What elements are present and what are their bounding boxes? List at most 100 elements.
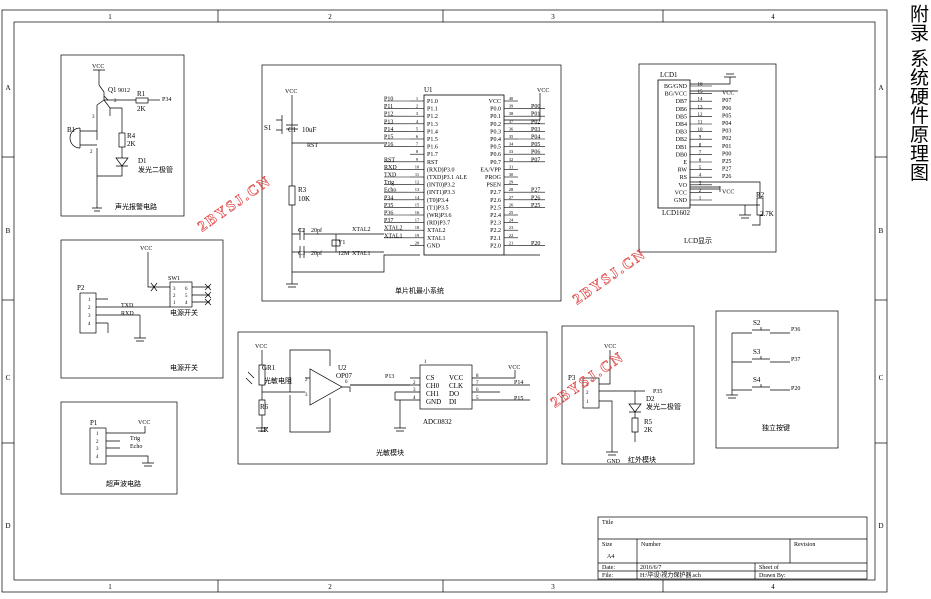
row-label: A <box>878 84 883 92</box>
mcu-pin-num: 7 <box>416 142 419 147</box>
mcu-pin-num: 34 <box>509 142 514 147</box>
mcu-pin-name: GND <box>427 243 441 249</box>
col-label: 3 <box>551 13 555 21</box>
pin-num: 1 <box>586 400 589 405</box>
mcu-pin-name: P0.3 <box>490 129 501 135</box>
col-label: 1 <box>108 13 112 21</box>
lcd-pin-num: 11 <box>698 121 703 126</box>
r6-value: 1K <box>260 426 269 434</box>
mcu-pin-num: 26 <box>509 202 514 207</box>
mcu-net-label: P15 <box>384 135 393 141</box>
mcu-net-label: P04 <box>531 135 540 141</box>
block-title: 独立按键 <box>762 423 790 432</box>
mcu-net-label: P13 <box>384 119 393 125</box>
pin-num: 3 <box>96 447 99 452</box>
sw-pin: 4 <box>185 301 188 306</box>
mcu-net-label: P06 <box>531 150 540 156</box>
mcu-pin-name: EA/VPP <box>480 167 501 173</box>
row-label: A <box>5 84 10 92</box>
lcd-pin-name: VCC <box>675 190 687 196</box>
block-title: 电源开关 <box>170 363 198 372</box>
lcd-pin-name: RS <box>680 175 687 181</box>
mcu-net-label: P05 <box>531 142 540 148</box>
lcd-pin-name: DB5 <box>676 114 687 120</box>
title-block: Title Size A4 Number Revision Date: 2016… <box>597 516 868 580</box>
lcd-pin-num: 10 <box>698 128 704 133</box>
txd-net: TXD <box>121 303 134 309</box>
p3-label: P3 <box>568 374 576 382</box>
echo-net: Echo <box>130 444 142 450</box>
block-title: LCD显示 <box>684 237 712 245</box>
adc-pin: CH0 <box>426 382 440 390</box>
power-circuit: P2 1 2 3 4 TXD RXD VCC SW1 3 6 2 5 1 4 电… <box>60 239 224 379</box>
mcu-net-label: P34 <box>384 195 393 201</box>
mcu-pin-name: VCC <box>489 99 501 105</box>
mcu-pin-name: P2.2 <box>490 228 501 234</box>
mcu-pin-name: P2.6 <box>490 198 501 204</box>
mcu-pin-num: 33 <box>509 149 514 154</box>
mcu-pin-num: 9 <box>416 157 419 162</box>
vcc-label: VCC <box>604 344 616 350</box>
lcd-net-label: P01 <box>722 144 731 150</box>
mcu-net-label: P20 <box>531 241 540 247</box>
col-label: 2 <box>328 583 332 591</box>
r1-label: R1 <box>137 90 146 98</box>
mcu-pin-num: 10 <box>415 164 420 169</box>
mcu-pin-num: 1 <box>416 96 418 101</box>
adc-num: 3 <box>413 388 416 393</box>
lcd-pin-num: 7 <box>699 151 702 156</box>
c3-label: C3 <box>298 251 305 257</box>
rst-net: RST <box>307 143 318 149</box>
gr1-desc: 光敏电阻 <box>264 376 292 385</box>
row-label: B <box>879 227 884 235</box>
mcu-pin-name: P0.7 <box>490 160 501 166</box>
mcu-pin-name: (T0)P3.4 <box>427 197 449 204</box>
adc-num: 1 <box>424 360 427 365</box>
lcd-pin-num: 4 <box>699 174 702 179</box>
mcu-net-label: P36 <box>384 211 393 217</box>
lcd-pin-num: 12 <box>698 113 704 118</box>
r4-value: 2K <box>127 140 136 148</box>
mcu-pin-name: P1.0 <box>427 99 438 105</box>
mcu-pin-num: 32 <box>509 157 514 162</box>
mcu-pin-name: P1.1 <box>427 107 438 113</box>
mcu-pin-name: XTAL1 <box>427 236 446 242</box>
mcu-pin-name: P2.1 <box>490 236 501 242</box>
mcu-pin-name: XTAL2 <box>427 228 446 234</box>
c2-label: C2 <box>298 228 305 234</box>
key-net: P36 <box>791 327 800 333</box>
sw-pin: 6 <box>185 287 188 292</box>
d1-label: D1 <box>138 157 147 165</box>
p35-net: P35 <box>653 389 662 395</box>
mcu-pin-name: P2.0 <box>490 243 501 249</box>
frame <box>1 9 888 593</box>
key-net: P20 <box>791 386 800 392</box>
mcu-pin-num: 29 <box>509 180 514 185</box>
mcu-pin-num: 17 <box>415 218 420 223</box>
vcc-label: VCC <box>92 64 104 70</box>
mcu-pin-name: P1.5 <box>427 137 438 143</box>
lcd-pin-name: GND <box>674 198 688 204</box>
pin-num: 1 <box>88 298 91 303</box>
pin-label: 3 <box>92 115 95 120</box>
mcu-net-label: P37 <box>384 218 393 224</box>
sw-pin: 5 <box>185 294 188 299</box>
c1-value: 10uF <box>302 126 317 134</box>
mcu-pin-num: 22 <box>509 233 514 238</box>
mcu-pin-num: 18 <box>415 225 420 230</box>
vcc-label: VCC <box>255 344 267 350</box>
trig-net: Trig <box>130 436 140 442</box>
mcu-pin-num: 39 <box>509 104 514 109</box>
lcd-net-label: VCC <box>722 189 734 195</box>
pin-label: 2 <box>90 150 93 155</box>
mcu-pin-num: 20 <box>415 240 420 245</box>
mcu-pin-num: 36 <box>509 126 514 131</box>
pin-label: 2 <box>114 99 117 104</box>
sw-pin: 3 <box>173 287 176 292</box>
ultrasonic-circuit: P1 1 2 3 4 VCC Trig Echo 超声波电路 <box>60 401 178 495</box>
mcu-pin-num: 13 <box>415 187 420 192</box>
photo-circuit: VCC GR1 光敏电阻 R6 1K U2 OP07 2 3 6 P13 CS … <box>237 331 548 465</box>
xtal2-net: XTAL2 <box>352 227 371 233</box>
rxd-net: RXD <box>121 311 134 317</box>
